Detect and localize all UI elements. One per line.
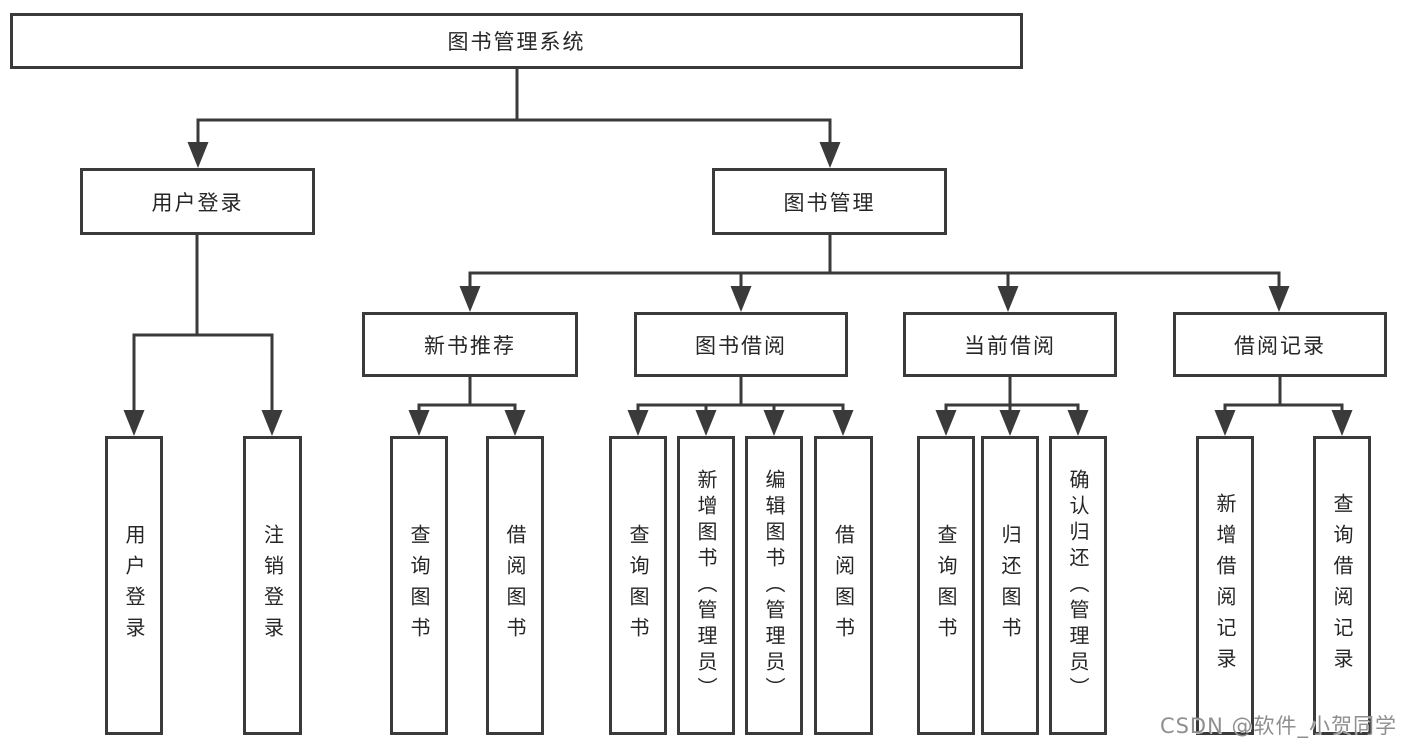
leaf-user-login: 用户登录 <box>105 436 163 735</box>
leaf-label: 用户登录 <box>122 523 146 648</box>
leaf-borrow-books-recommend: 借阅图书 <box>486 436 544 735</box>
node-current-borrowing: 当前借阅 <box>903 312 1117 377</box>
arrowhead <box>1214 410 1236 436</box>
leaf-query-books-borrowing: 查询图书 <box>609 436 667 735</box>
connector-book-management-to-level3 <box>459 233 1290 312</box>
arrowhead <box>935 410 957 436</box>
leaf-label: 编辑图书（管理员） <box>762 468 786 703</box>
leaf-confirm-return-admin: 确认归还（管理员） <box>1049 436 1107 735</box>
leaf-logout: 注销登录 <box>243 436 302 735</box>
arrowhead <box>730 286 752 312</box>
arrowhead <box>123 410 145 436</box>
connector-borrowing-records-to-leaves <box>1214 375 1353 436</box>
node-user-login: 用户登录 <box>80 168 315 235</box>
arrowhead <box>408 410 430 436</box>
arrowhead <box>997 286 1019 312</box>
node-book-borrowing-label: 图书借阅 <box>695 333 787 358</box>
leaf-add-book-admin: 新增图书（管理员） <box>677 436 735 735</box>
arrowhead <box>459 286 481 312</box>
node-root: 图书管理系统 <box>10 13 1023 69</box>
leaf-add-borrow-record: 新增借阅记录 <box>1196 436 1254 735</box>
arrowhead <box>695 410 717 436</box>
leaf-label: 借阅图书 <box>503 523 527 648</box>
leaf-label: 新增图书（管理员） <box>694 468 718 703</box>
node-book-management-label: 图书管理 <box>783 190 876 215</box>
leaf-label: 查询图书 <box>626 523 650 648</box>
node-borrowing-records-label: 借阅记录 <box>1234 333 1326 358</box>
arrowhead <box>504 410 526 436</box>
node-new-books: 新书推荐 <box>362 312 578 377</box>
leaf-label: 注销登录 <box>260 523 285 648</box>
leaf-label: 查询借阅记录 <box>1330 492 1354 679</box>
leaf-label: 新增借阅记录 <box>1213 492 1237 679</box>
leaf-edit-book-admin: 编辑图书（管理员） <box>745 436 803 735</box>
leaf-label: 借阅图书 <box>831 523 856 648</box>
leaf-query-books-recommend: 查询图书 <box>390 436 448 735</box>
leaf-label: 确认归还（管理员） <box>1066 468 1090 703</box>
arrowhead <box>832 410 854 436</box>
leaf-borrow-books-borrowing: 借阅图书 <box>814 436 873 735</box>
node-book-borrowing: 图书借阅 <box>634 312 848 377</box>
leaf-label: 归还图书 <box>998 523 1022 648</box>
connector-user-login-to-leaves <box>123 233 283 436</box>
node-user-login-label: 用户登录 <box>151 190 244 215</box>
arrowhead <box>999 410 1021 436</box>
leaf-query-books-current: 查询图书 <box>917 436 975 735</box>
leaf-return-book: 归还图书 <box>981 436 1039 735</box>
leaf-query-borrow-record: 查询借阅记录 <box>1313 436 1371 735</box>
arrowhead <box>819 142 841 168</box>
arrowhead <box>1067 410 1089 436</box>
connector-root-to-level2 <box>187 67 841 168</box>
leaf-label: 查询图书 <box>407 523 431 648</box>
arrowhead <box>187 142 209 168</box>
arrowhead <box>261 410 283 436</box>
connector-current-borrowing-to-leaves <box>935 375 1089 436</box>
node-root-label: 图书管理系统 <box>447 30 586 54</box>
arrowhead <box>763 410 785 436</box>
arrowhead <box>627 410 649 436</box>
arrowhead <box>1268 286 1290 312</box>
connector-new-books-to-leaves <box>408 375 526 436</box>
connector-book-borrowing-to-leaves <box>627 375 854 436</box>
arrowhead <box>1331 410 1353 436</box>
node-new-books-label: 新书推荐 <box>424 333 516 358</box>
node-book-management: 图书管理 <box>712 168 947 235</box>
node-borrowing-records: 借阅记录 <box>1173 312 1387 377</box>
node-current-borrowing-label: 当前借阅 <box>964 333 1056 358</box>
csdn-watermark: CSDN @软件_小贺同学 <box>1159 714 1397 738</box>
leaf-label: 查询图书 <box>934 523 958 648</box>
